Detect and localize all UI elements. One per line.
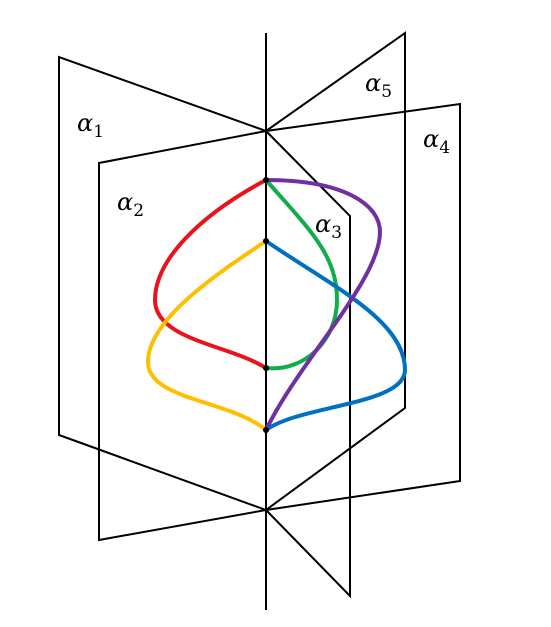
blue-curve — [264, 239, 407, 432]
red-curve — [153, 178, 268, 370]
plane-alpha5-outline — [265, 31, 406, 511]
label-alpha4: α4 — [423, 125, 450, 158]
label-alpha2: α2 — [117, 188, 144, 221]
purple-curve — [264, 178, 382, 432]
plane-alpha1-outline — [58, 55, 267, 511]
point-lower-middle — [263, 365, 269, 371]
point-bottom — [263, 427, 269, 433]
label-alpha1: α1 — [77, 109, 104, 142]
label-alpha5: α5 — [365, 69, 392, 102]
plane-alpha4-outline — [265, 102, 461, 511]
point-upper-middle — [263, 238, 269, 244]
point-top — [263, 177, 269, 183]
plane-alpha2-outline — [98, 130, 267, 542]
yellow-curve — [146, 239, 268, 432]
green-curve — [264, 178, 339, 371]
plane-alpha3-outline — [265, 130, 351, 599]
label-alpha3: α3 — [315, 210, 342, 243]
